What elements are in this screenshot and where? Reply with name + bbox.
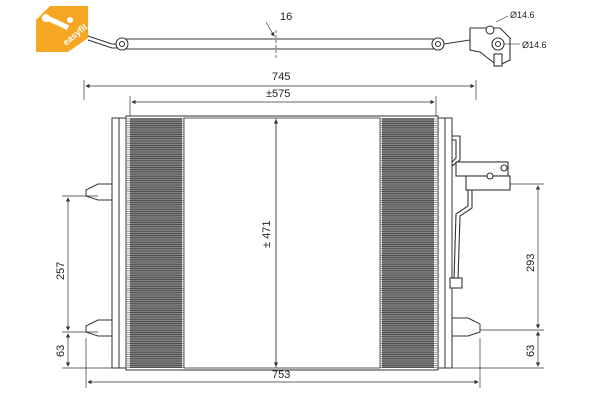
pipe-offset-dim: 16 bbox=[280, 11, 292, 23]
left-bottom-offset-label: 63 bbox=[55, 345, 67, 357]
right-tank bbox=[437, 117, 453, 369]
right-lower-bracket bbox=[451, 317, 481, 337]
top-pipe-view bbox=[87, 25, 511, 67]
right-pipe-assembly bbox=[449, 135, 511, 289]
port-bottom-dim: Ø14.6 bbox=[522, 40, 547, 50]
port-top-dim: Ø14.6 bbox=[510, 10, 535, 20]
core-center-panel bbox=[183, 117, 381, 369]
left-mount-height-dimension bbox=[62, 195, 98, 333]
right-bottom-offset-label: 63 bbox=[525, 345, 537, 357]
overall-width-top-dimension bbox=[83, 80, 477, 100]
fin-shadow bbox=[130, 118, 182, 368]
overall-width-bottom-label: 753 bbox=[272, 369, 290, 381]
left-lower-bracket bbox=[85, 319, 113, 337]
right-mount-height-label: 293 bbox=[525, 254, 537, 272]
overall-width-top-label: 745 bbox=[272, 71, 290, 83]
left-mount-height-label: 257 bbox=[55, 262, 67, 280]
overall-width-bottom-dimension bbox=[85, 338, 481, 388]
right-mount-height-dimension bbox=[480, 183, 544, 331]
core-width-dimension bbox=[129, 96, 437, 118]
right-bottom-offset-dimension bbox=[452, 331, 544, 369]
core-width-label: ±575 bbox=[266, 88, 290, 100]
left-upper-bracket bbox=[85, 183, 113, 201]
fin-shadow bbox=[382, 118, 434, 368]
core-height-label: ± 471 bbox=[261, 221, 273, 248]
wrench-icon bbox=[42, 14, 73, 30]
left-tank bbox=[111, 117, 127, 369]
easyfit-logo: easyfit bbox=[36, 6, 89, 52]
left-bottom-offset-dimension bbox=[62, 333, 112, 369]
cooling-fins bbox=[127, 118, 437, 368]
